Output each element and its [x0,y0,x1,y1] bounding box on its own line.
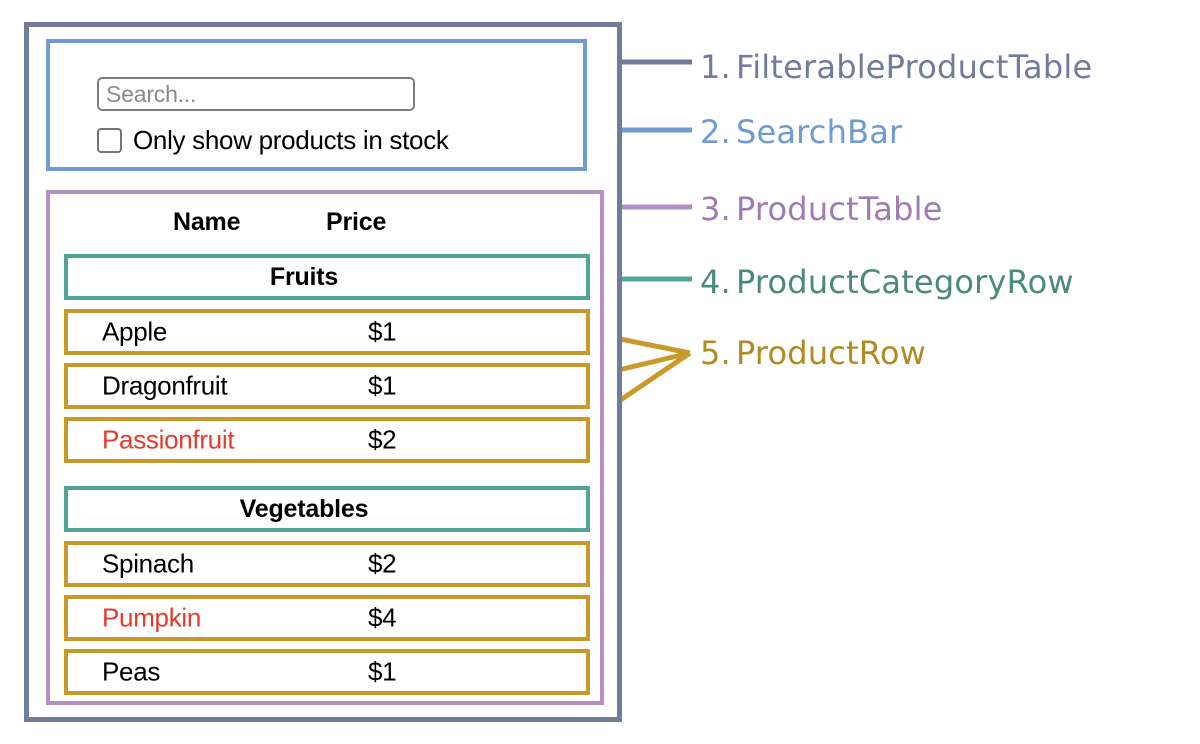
product-category-label: Vegetables [239,494,369,523]
product-table-header-row: Name Price [64,204,590,244]
legend-item-product-table: 3.ProductTable [700,190,943,228]
legend-number: 5. [700,334,731,372]
product-name: Dragonfruit [102,370,228,401]
product-category-row: Vegetables [64,486,590,532]
legend-item-product-category-row: 4.ProductCategoryRow [700,263,1074,301]
product-category-row: Fruits [64,254,590,300]
product-row: Pumpkin $4 [64,595,590,641]
legend: 1.FilterableProductTable 2.SearchBar 3.P… [700,0,1200,744]
product-row: Apple $1 [64,309,590,355]
legend-number: 1. [700,48,731,86]
product-name: Pumpkin [102,602,202,633]
search-input-placeholder: Search... [106,80,197,107]
product-row: Dragonfruit $1 [64,363,590,409]
product-name: Peas [102,656,161,687]
in-stock-checkbox-label: Only show products in stock [133,125,449,155]
legend-number: 2. [700,113,731,151]
legend-number: 3. [700,190,731,228]
product-price: $1 [368,656,397,687]
column-header-price: Price [326,208,387,236]
product-row: Passionfruit $2 [64,417,590,463]
search-bar: Search... Only show products in stock [46,39,587,171]
product-row: Peas $1 [64,649,590,695]
legend-label: ProductCategoryRow [735,263,1074,301]
legend-label: SearchBar [735,113,903,151]
product-price: $1 [368,370,397,401]
legend-number: 4. [700,263,731,301]
product-name: Apple [102,316,167,347]
product-price: $4 [368,602,397,633]
legend-label: ProductTable [735,190,943,228]
product-price: $2 [368,548,397,579]
product-table-body: Fruits Apple $1 Dragonfruit $1 Passionfr… [64,254,594,703]
product-category-label: Fruits [269,262,339,291]
in-stock-checkbox[interactable] [97,127,122,153]
product-price: $2 [368,424,397,455]
column-header-name: Name [173,208,241,236]
group-spacer [64,471,594,486]
legend-item-search-bar: 2.SearchBar [700,113,902,151]
legend-label: ProductRow [735,334,926,372]
product-row: Spinach $2 [64,541,590,587]
search-input[interactable]: Search... [97,77,415,111]
filterable-product-table: Search... Only show products in stock Na… [24,22,622,722]
product-name: Passionfruit [102,424,235,455]
product-name: Spinach [102,548,194,579]
legend-label: FilterableProductTable [735,48,1093,86]
legend-item-filterable-product-table: 1.FilterableProductTable [700,48,1092,86]
product-table: Name Price Fruits Apple $1 Dragonfruit $… [46,190,604,705]
in-stock-filter-row[interactable]: Only show products in stock [97,127,449,153]
legend-item-product-row: 5.ProductRow [700,334,926,372]
product-price: $1 [368,316,397,347]
